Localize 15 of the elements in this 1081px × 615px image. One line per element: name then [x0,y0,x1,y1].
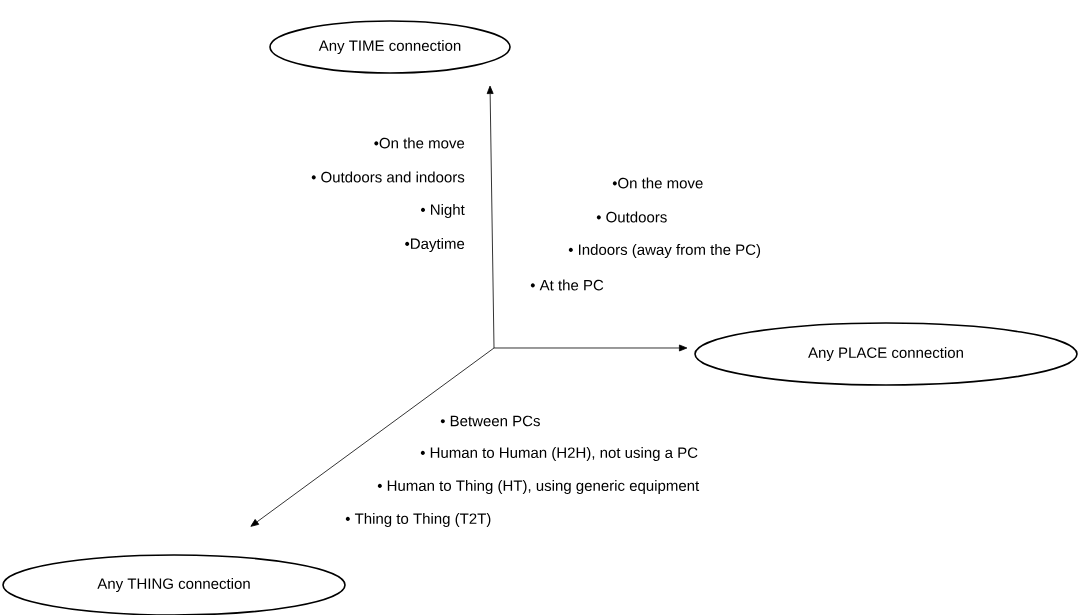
bullet-item: • Human to Human (H2H), not using a PC [420,447,698,461]
bullet-item: • Human to Thing (HT), using generic equipment [377,480,700,494]
arrow [493,344,688,352]
bullet-item: • Night [420,204,465,218]
bullet-item: •On the move [612,177,703,189]
bullet-item: • Between PCs [440,415,540,427]
bullet-item: • Outdoors and indoors [311,171,465,183]
arrow [486,85,495,349]
arrow [250,347,495,527]
bullet-item: • Thing to Thing (T2T) [345,513,491,527]
bullet-item: • Indoors (away from the PC) [568,244,761,258]
bullet-item: • At the PC [530,279,604,291]
bullet-item: •Daytime [405,238,465,252]
bullet-item: • Outdoors [596,211,667,223]
bullet-item: •On the move [374,137,465,149]
